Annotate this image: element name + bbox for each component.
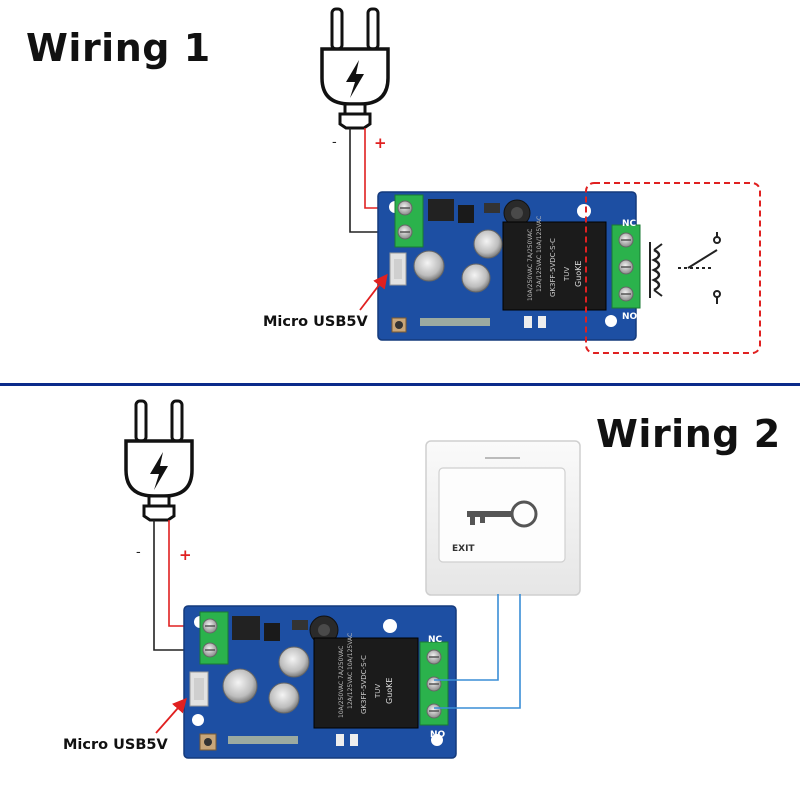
relay-text-1d: TUV	[563, 267, 571, 282]
relay-board-2: 10A/250VAC 7A/250VAC 12A/125VAC 10A/125V…	[183, 605, 457, 759]
contact-box	[585, 182, 761, 354]
no-label-2: NO	[430, 730, 446, 740]
relay-text-2a: 10A/250VAC 7A/250VAC	[338, 646, 345, 718]
switch-contact-icon	[678, 232, 721, 304]
plus-label-1: +	[374, 134, 387, 152]
relay-text-2b: 12A/125VAC 10A/125VAC	[347, 633, 354, 709]
minus-label-2: -	[136, 545, 141, 560]
relay-text-1b: 12A/125VAC 10A/125VAC	[536, 216, 543, 292]
key-icon	[467, 500, 538, 528]
section-divider	[0, 383, 800, 386]
relay-text-2d: TUV	[374, 684, 382, 699]
relay-coil-icon	[649, 242, 663, 298]
lightning-icon	[150, 452, 168, 490]
relay-text-1a: 10A/250VAC 7A/250VAC	[527, 229, 534, 301]
no-label-1: NO	[622, 312, 638, 322]
relay-board-1: 10A/250VAC 7A/250VAC 12A/125VAC 10A/125V…	[377, 191, 641, 341]
usb-label-2: Micro USB5V	[63, 737, 168, 753]
power-plug-icon	[320, 7, 390, 130]
wiring-2-title: Wiring 2	[596, 412, 781, 456]
lightning-icon	[346, 60, 364, 98]
exit-label: EXIT	[452, 544, 475, 554]
relay-text-1c: GK3FF-5VDC-S-C	[549, 238, 557, 297]
plus-label-2: +	[179, 546, 192, 564]
minus-label-1: -	[332, 135, 337, 150]
wiring-1-title: Wiring 1	[26, 26, 211, 70]
nc-label-1: NC	[622, 219, 637, 229]
relay-text-1e: GuoKE	[574, 261, 583, 287]
exit-button: EXIT	[425, 440, 581, 596]
usb-label-1: Micro USB5V	[263, 314, 368, 330]
relay-text-2c: GK3FF-5VDC-S-C	[360, 655, 368, 714]
relay-text-2e: GuoKE	[385, 678, 394, 704]
power-plug-icon	[124, 399, 194, 522]
nc-label-2: NC	[428, 635, 443, 645]
